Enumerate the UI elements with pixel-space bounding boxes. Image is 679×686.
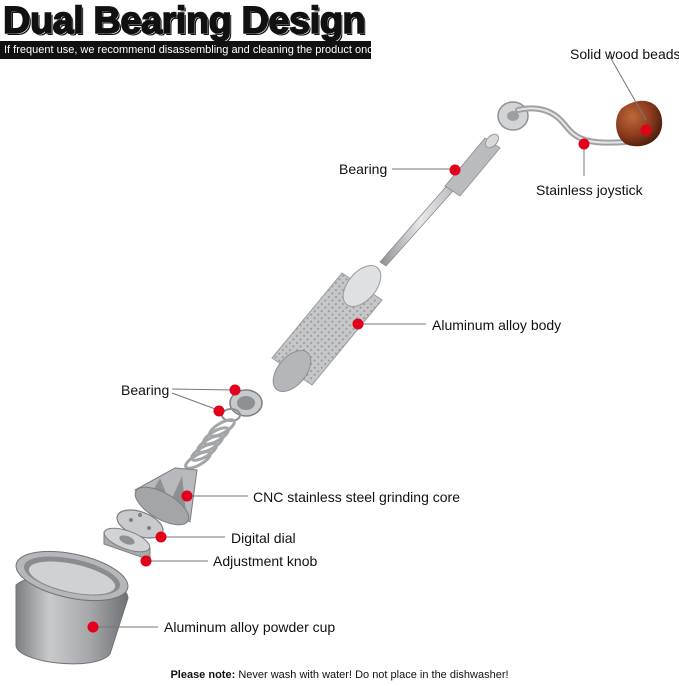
drive-shaft xyxy=(379,133,501,267)
crank-handle xyxy=(497,101,628,146)
marker-joystick xyxy=(578,138,590,150)
footer-note-label: Please note: xyxy=(170,669,236,681)
label-aluminum-body: Aluminum alloy body xyxy=(432,317,562,333)
callout-markers xyxy=(87,124,652,633)
footer-note: Please note: Never wash with water! Do n… xyxy=(0,669,679,681)
label-stainless-joystick: Stainless joystick xyxy=(536,182,643,198)
label-adjustment-knob: Adjustment knob xyxy=(213,553,318,569)
label-bearing-top: Bearing xyxy=(339,161,388,177)
marker-grinding-core xyxy=(181,490,193,502)
leader-lines xyxy=(93,54,647,628)
page-subtitle-banner: If frequent use, we recommend disassembl… xyxy=(0,41,371,59)
grinding-core xyxy=(133,467,198,526)
footer-note-text: Never wash with water! Do not place in t… xyxy=(238,669,509,681)
lower-bearing xyxy=(221,389,263,422)
label-digital-dial: Digital dial xyxy=(231,530,296,546)
label-bearing-lower: Bearing xyxy=(121,382,170,398)
marker-wood-beads xyxy=(640,124,652,136)
page-title: Dual Bearing Design xyxy=(2,0,366,43)
label-grinding-core: CNC stainless steel grinding core xyxy=(253,489,460,505)
label-powder-cup: Aluminum alloy powder cup xyxy=(164,619,336,635)
marker-powder-cup xyxy=(87,621,99,633)
label-solid-wood-beads: Solid wood beads xyxy=(570,46,679,62)
powder-cup xyxy=(15,550,129,665)
marker-body xyxy=(352,318,364,330)
marker-bearing-lower-2 xyxy=(213,405,225,417)
marker-adjustment-knob xyxy=(140,555,152,567)
marker-bearing-top xyxy=(449,164,461,176)
adjustment-knob xyxy=(103,527,151,561)
marker-digital-dial xyxy=(155,531,167,543)
marker-bearing-lower-1 xyxy=(229,384,241,396)
aluminum-body xyxy=(271,265,383,392)
wood-bead xyxy=(616,100,663,147)
spring xyxy=(184,418,236,470)
